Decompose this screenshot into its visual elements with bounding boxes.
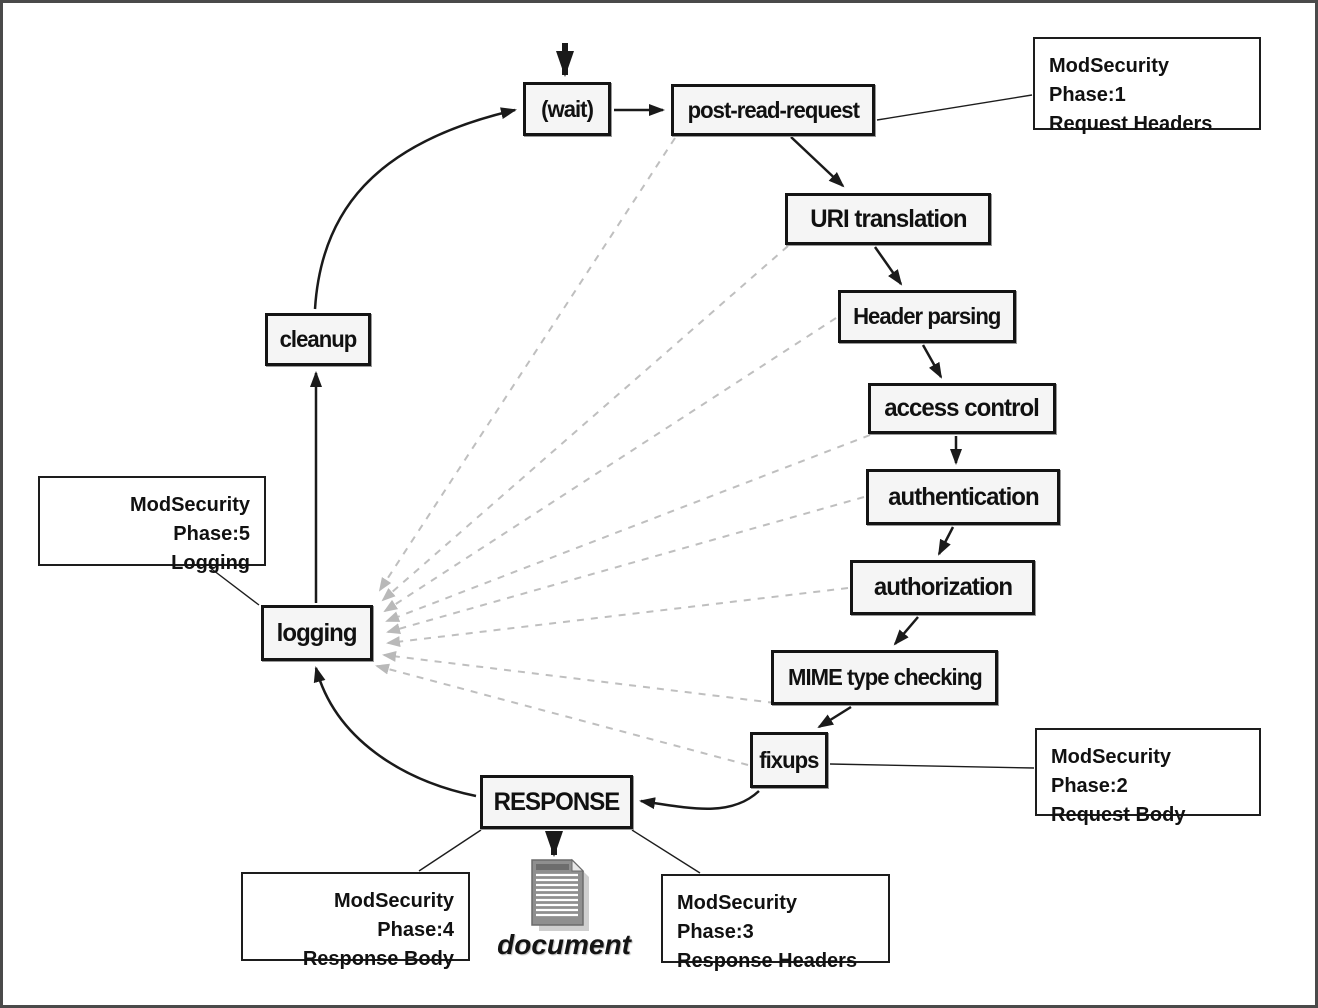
node-authentication-label: authentication	[887, 482, 1040, 511]
annotation-phase3-line2: Response Headers	[677, 950, 858, 972]
annotation-phase3: ModSecurity Phase:3 Response Headers	[661, 874, 890, 972]
arrow-uri-to-header-parsing	[873, 246, 903, 286]
node-wait: (wait)	[523, 82, 611, 136]
annotation-phase5: ModSecurity Phase:5 Logging	[38, 476, 266, 574]
node-response: RESPONSE	[480, 775, 633, 829]
node-logging: logging	[261, 605, 373, 661]
node-access-control-label: access control	[884, 394, 1041, 422]
dashed-fixups-to-logging	[375, 663, 749, 766]
node-authentication: authentication	[866, 469, 1060, 525]
annotation-phase4-line2: Response Body	[302, 948, 454, 970]
arrow-authorization-to-mime	[893, 616, 919, 646]
connector-layer	[208, 43, 1035, 874]
annotation-phase1: ModSecurity Phase:1 Request Headers	[1033, 37, 1261, 135]
dashed-uri-to-logging	[381, 245, 789, 602]
node-fixups-label: fixups	[759, 746, 819, 773]
node-response-label: RESPONSE	[493, 787, 621, 816]
node-fixups: fixups	[750, 732, 828, 788]
dashed-header-parsing-to-logging	[383, 317, 837, 613]
arrow-header-parsing-to-access	[921, 344, 943, 379]
dashed-authentication-to-logging	[386, 496, 865, 635]
arrow-response-to-logging	[313, 666, 477, 798]
node-post-read-request: post-read-request	[671, 84, 875, 136]
document-icon	[523, 857, 603, 937]
node-post-read-request-label: post-read-request	[687, 96, 859, 123]
annotation-phase1-line2: Request Headers	[1049, 113, 1213, 135]
arrow-cleanup-to-wait	[313, 107, 517, 310]
dashed-access-control-to-logging	[385, 434, 871, 622]
node-header-parsing-label: Header parsing	[853, 303, 1001, 329]
annotation-phase1-line1: ModSecurity Phase:1	[1049, 55, 1170, 106]
annotation-phase2-line2: Request Body	[1051, 804, 1186, 826]
annotation-phase4-line1: ModSecurity Phase:4	[333, 890, 454, 941]
node-wait-label: (wait)	[541, 95, 594, 122]
node-cleanup: cleanup	[265, 313, 371, 366]
annotation-phase2: ModSecurity Phase:2 Request Body	[1035, 728, 1261, 826]
node-logging-label: logging	[277, 618, 358, 647]
document-label: document	[497, 929, 631, 960]
annotation-connectors	[208, 94, 1035, 874]
node-mime-type-checking: MIME type checking	[771, 650, 998, 705]
node-access-control: access control	[868, 383, 1056, 434]
node-header-parsing: Header parsing	[838, 290, 1016, 343]
node-cleanup-label: cleanup	[279, 326, 358, 352]
node-uri-translation-label: URI translation	[809, 204, 967, 233]
annotation-phase4: ModSecurity Phase:4 Response Body	[241, 872, 470, 970]
annotation-phase5-line1: ModSecurity Phase:5	[129, 494, 250, 545]
annotation-phase2-line1: ModSecurity Phase:2	[1051, 746, 1172, 797]
node-uri-translation: URI translation	[785, 193, 991, 245]
arrow-post-read-to-uri	[790, 136, 845, 188]
dashed-authorization-to-logging	[386, 587, 849, 648]
node-authorization-label: authorization	[873, 573, 1012, 601]
annotation-phase5-line2: Logging	[171, 552, 250, 574]
connector-fixups-to-phase2	[829, 763, 1035, 769]
node-mime-type-checking-label: MIME type checking	[787, 664, 983, 690]
arrow-fixups-to-response	[639, 790, 760, 810]
node-authorization: authorization	[850, 560, 1035, 615]
connector-response-to-phase4	[418, 829, 482, 872]
connector-response-to-phase3	[631, 829, 701, 874]
flow-arrows	[310, 43, 962, 857]
dashed-logging-arrows	[375, 137, 871, 766]
arrow-authentication-to-authorization	[937, 526, 955, 556]
connector-phase5-to-logging	[208, 566, 260, 606]
connector-post-read-to-phase1	[876, 94, 1033, 121]
dashed-mime-to-logging	[382, 651, 776, 704]
annotation-phase3-line1: ModSecurity Phase:3	[677, 892, 798, 943]
dashed-post-read-to-logging	[378, 137, 676, 592]
arrow-mime-to-fixups	[817, 705, 852, 729]
